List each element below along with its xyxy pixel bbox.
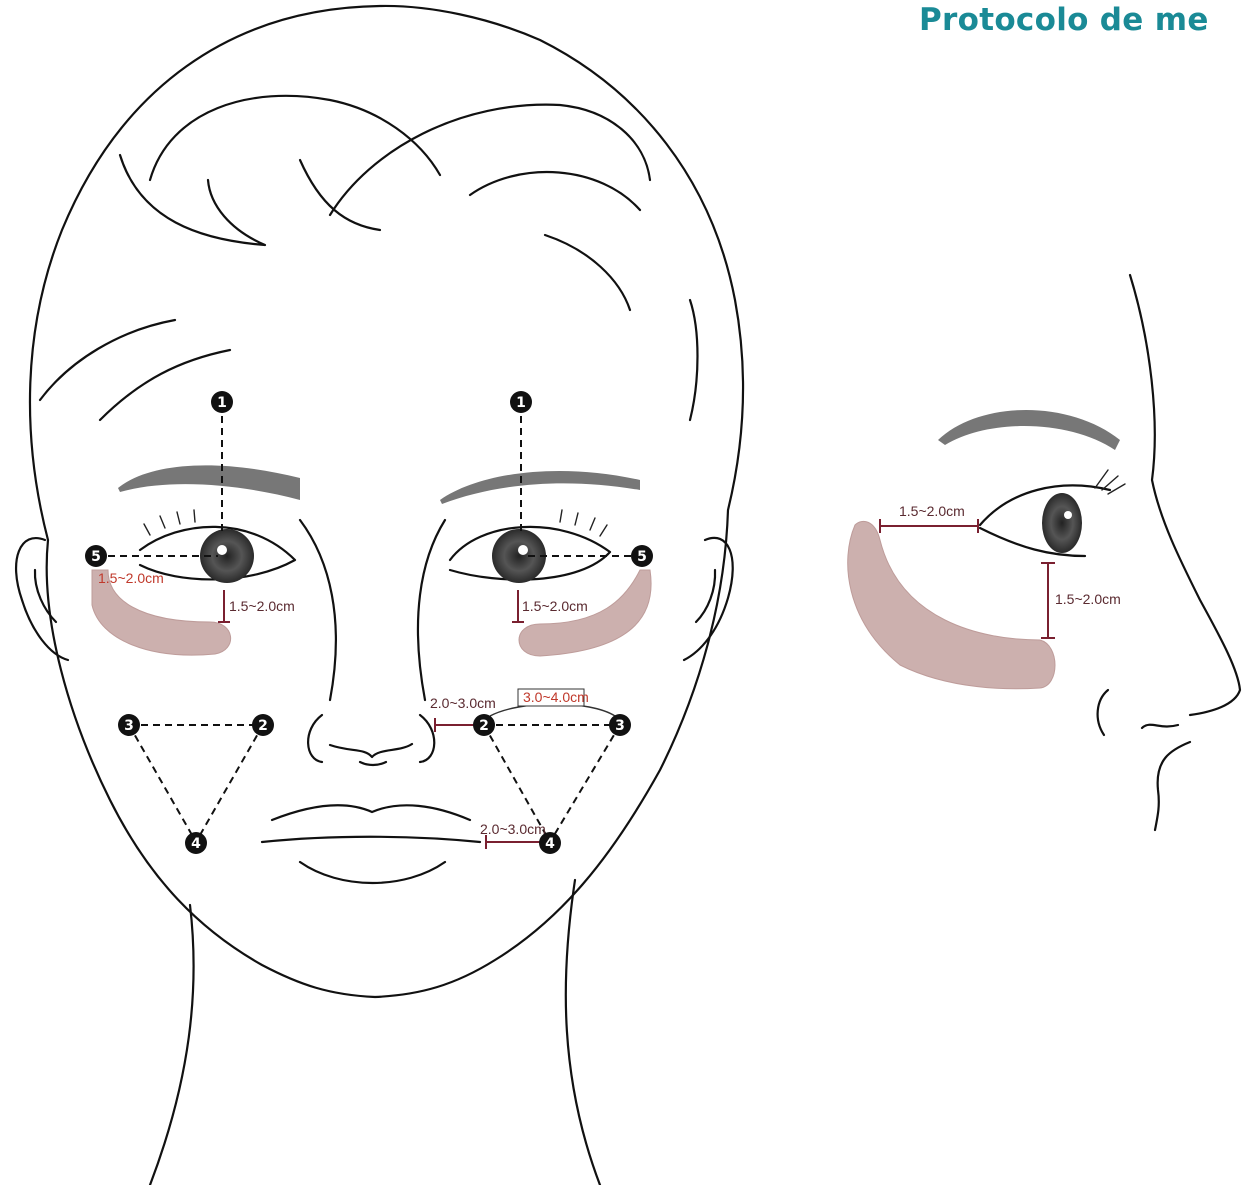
svg-text:2: 2 [258,718,268,734]
cheek-line-right [418,520,445,700]
svg-text:4: 4 [191,836,201,852]
front-eyes [140,510,610,583]
nose [308,715,434,765]
label-p2-to-p3: 3.0~4.0cm [523,689,589,705]
eyebrows [118,465,640,504]
svg-text:3: 3 [124,718,134,734]
svg-text:2: 2 [479,718,489,734]
point-1-right: 1 [510,391,532,413]
point-4-right: 4 [539,832,561,854]
point-5-right: 5 [631,545,653,567]
svg-text:5: 5 [637,549,647,565]
svg-text:5: 5 [91,549,101,565]
svg-text:1: 1 [516,395,526,411]
point-2-left: 2 [252,714,274,736]
point-4-left: 4 [185,832,207,854]
hair-lines [40,96,698,420]
point-2-right: 2 [473,714,495,736]
label-profile-vertical: 1.5~2.0cm [1055,591,1121,607]
label-nose-to-p2: 2.0~3.0cm [430,695,496,711]
label-profile-horizontal: 1.5~2.0cm [899,503,965,519]
svg-text:1: 1 [217,395,227,411]
label-right-eye-below: 1.5~2.0cm [522,598,588,614]
point-1-left: 1 [211,391,233,413]
point-3-right: 3 [609,714,631,736]
profile-face-outline [1098,275,1240,830]
label-lip-to-p4: 2.0~3.0cm [480,821,546,837]
label-left-eye-side: 1.5~2.0cm [98,570,164,586]
label-left-eye-below: 1.5~2.0cm [229,598,295,614]
svg-text:4: 4 [545,836,555,852]
point-3-left: 3 [118,714,140,736]
profile-eyebrow [938,410,1120,450]
cheek-line-left [300,520,336,700]
point-5-left: 5 [85,545,107,567]
cheek-triangle-left [129,725,263,842]
lips [262,805,480,883]
svg-text:3: 3 [615,718,625,734]
profile-eye [980,470,1125,556]
